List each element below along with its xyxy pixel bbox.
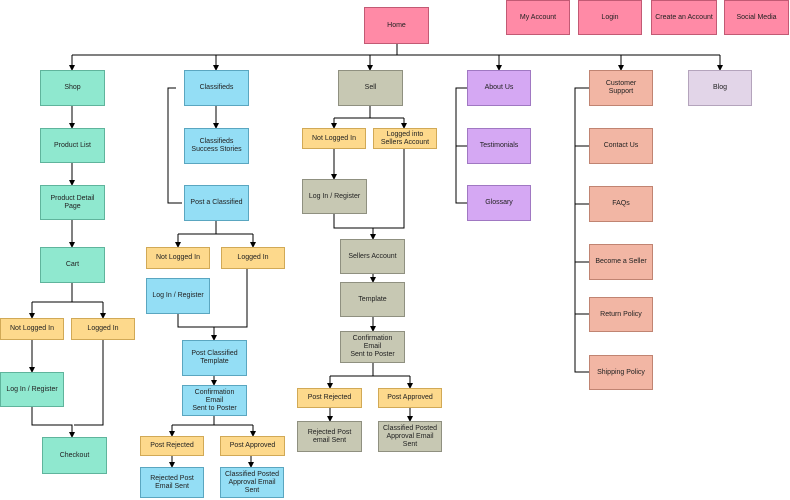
- node-classifieds-success: Classifieds Success Stories: [184, 128, 249, 164]
- node-classifieds: Classifieds: [184, 70, 249, 106]
- node-sell-template: Template: [340, 282, 405, 317]
- node-sell-not-logged-in: Not Logged In: [302, 128, 366, 149]
- node-product-detail: Product Detail Page: [40, 185, 105, 220]
- node-sell-post-rejected: Post Rejected: [297, 388, 362, 408]
- node-cls-login-register: Log In / Register: [146, 278, 210, 314]
- node-login: Login: [578, 0, 642, 35]
- node-testimonials: Testimonials: [467, 128, 531, 164]
- node-post-template: Post Classified Template: [182, 340, 247, 376]
- node-return-policy: Return Policy: [589, 297, 653, 332]
- node-blog: Blog: [688, 70, 752, 106]
- node-cart: Cart: [40, 247, 105, 283]
- node-product-list: Product List: [40, 128, 105, 163]
- node-cls-rejected-email: Rejected Post Email Sent: [140, 467, 204, 498]
- node-sell-logged-into: Logged into Sellers Account: [373, 128, 437, 149]
- node-create-account: Create an Account: [651, 0, 717, 35]
- node-cls-logged-in: Logged In: [221, 247, 285, 269]
- node-cls-approved-email: Classified Posted Approval Email Sent: [220, 467, 284, 498]
- node-home: Home: [364, 7, 429, 44]
- node-my-account: My Account: [506, 0, 570, 35]
- node-shop: Shop: [40, 70, 105, 106]
- node-sell-login-register: Log In / Register: [302, 179, 367, 214]
- node-shop-logged-in: Logged In: [71, 318, 135, 340]
- node-cls-post-rejected: Post Rejected: [140, 436, 204, 456]
- node-sell-rejected-email: Rejected Post email Sent: [297, 421, 362, 452]
- node-sellers-account: Sellers Account: [340, 239, 405, 274]
- node-cls-not-logged-in: Not Logged In: [146, 247, 210, 269]
- node-shipping-policy: Shipping Policy: [589, 355, 653, 390]
- node-about-us: About Us: [467, 70, 531, 106]
- node-sell-post-approved: Post Approved: [378, 388, 442, 408]
- node-shop-not-logged-in: Not Logged In: [0, 318, 64, 340]
- node-social-media: Social Media: [724, 0, 789, 35]
- node-post-classified: Post a Classified: [184, 185, 249, 221]
- node-checkout: Checkout: [42, 437, 107, 474]
- node-sell: Sell: [338, 70, 403, 106]
- node-become-seller: Become a Seller: [589, 244, 653, 280]
- node-sell-confirmation: Confirmation Email Sent to Poster: [340, 331, 405, 363]
- node-contact-us: Contact Us: [589, 128, 653, 164]
- node-sell-approved-email: Classified Posted Approval Email Sent: [378, 421, 442, 452]
- node-customer-support: Customer Support: [589, 70, 653, 106]
- node-shop-login-register: Log In / Register: [0, 372, 64, 407]
- node-cls-confirmation: Confirmation Email Sent to Poster: [182, 385, 247, 416]
- node-faqs: FAQs: [589, 186, 653, 222]
- node-glossary: Glossary: [467, 185, 531, 221]
- node-cls-post-approved: Post Approved: [220, 436, 285, 456]
